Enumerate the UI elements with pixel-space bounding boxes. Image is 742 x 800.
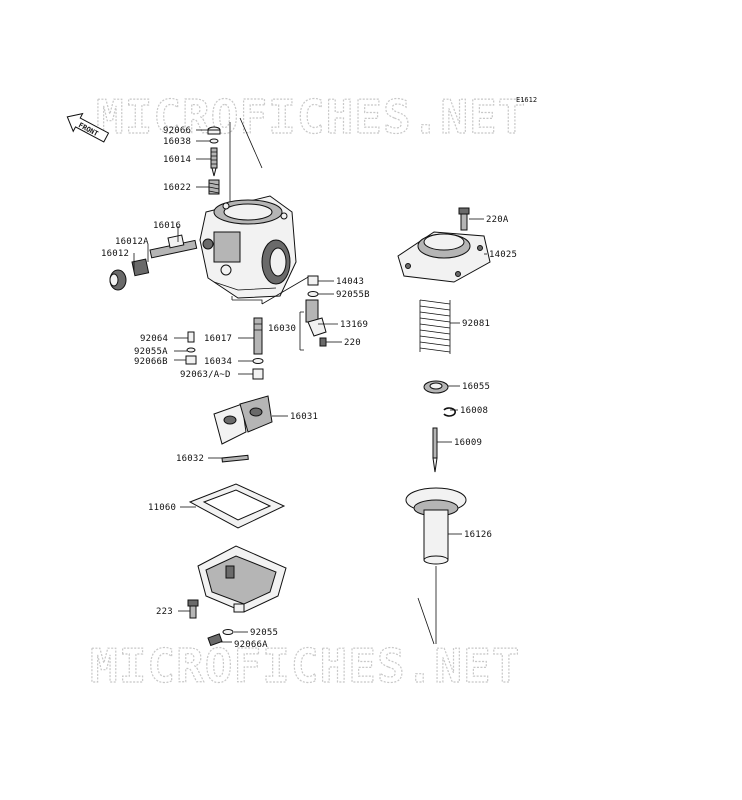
label-92081: 92081 bbox=[462, 319, 490, 329]
label-16032: 16032 bbox=[176, 454, 204, 464]
part-16014-screw bbox=[210, 147, 218, 177]
label-16008: 16008 bbox=[460, 406, 488, 416]
part-16008-clip bbox=[443, 407, 456, 417]
leader-lines bbox=[133, 129, 487, 643]
part-14043-plug bbox=[307, 275, 319, 286]
leader-to-16030 bbox=[261, 275, 311, 305]
part-16012-cap bbox=[109, 269, 127, 291]
label-14025: 14025 bbox=[489, 250, 517, 260]
label-92055a: 92055A bbox=[134, 347, 168, 357]
label-92063: 92063/A~D bbox=[180, 370, 231, 380]
watermark-top: MICROFICHES.NET bbox=[96, 90, 526, 144]
label-16009: 16009 bbox=[454, 438, 482, 448]
part-16055-holder bbox=[423, 380, 449, 394]
bracket-body-bottom bbox=[231, 296, 263, 304]
label-220: 220 bbox=[344, 338, 361, 348]
label-16012a: 16012A bbox=[115, 237, 149, 247]
diagram-code: E1612 bbox=[516, 96, 537, 104]
label-92066a: 92066A bbox=[234, 640, 268, 650]
part-92066-cap bbox=[207, 126, 221, 135]
part-16126-slide bbox=[405, 487, 467, 565]
part-92081-spring bbox=[419, 299, 451, 354]
leader-long-top bbox=[239, 117, 263, 169]
part-92066a-drain-screw bbox=[207, 633, 223, 647]
label-223: 223 bbox=[156, 607, 173, 617]
label-14043: 14043 bbox=[336, 277, 364, 287]
part-14025-cover bbox=[397, 231, 491, 283]
part-16034-washer bbox=[252, 358, 264, 364]
label-16126: 16126 bbox=[464, 530, 492, 540]
part-16031-float bbox=[213, 395, 273, 445]
label-16014: 16014 bbox=[163, 155, 191, 165]
watermark-bottom: MICROFICHES.NET bbox=[90, 639, 520, 693]
part-16022-spring bbox=[208, 179, 220, 195]
label-92055b: 92055B bbox=[336, 290, 370, 300]
part-16038-washer bbox=[209, 138, 219, 144]
float-bowl bbox=[197, 545, 287, 613]
part-220a-screw bbox=[458, 207, 470, 231]
part-11060-gasket bbox=[188, 483, 286, 529]
part-16012a-nut bbox=[131, 258, 150, 277]
part-92055b-oring bbox=[307, 291, 319, 297]
label-92064: 92064 bbox=[140, 334, 168, 344]
bracket-16030 bbox=[299, 311, 304, 351]
label-16022: 16022 bbox=[163, 183, 191, 193]
part-16017-holder bbox=[253, 317, 263, 355]
part-220-screw bbox=[319, 337, 327, 347]
label-11060: 11060 bbox=[148, 503, 176, 513]
label-16038: 16038 bbox=[163, 137, 191, 147]
label-16031: 16031 bbox=[290, 412, 318, 422]
label-13169: 13169 bbox=[340, 320, 368, 330]
label-16016: 16016 bbox=[153, 221, 181, 231]
part-16032-pin bbox=[221, 454, 249, 463]
part-92063-jet bbox=[252, 368, 264, 380]
label-220a: 220A bbox=[486, 215, 509, 225]
part-16009-needle bbox=[432, 427, 438, 473]
part-16030-lever bbox=[305, 299, 327, 337]
part-92066b-plug bbox=[185, 355, 197, 365]
label-16012: 16012 bbox=[101, 249, 129, 259]
label-16055: 16055 bbox=[462, 382, 490, 392]
carburetor-body bbox=[199, 195, 297, 299]
part-92055a-oring bbox=[186, 347, 196, 353]
label-16034: 16034 bbox=[204, 357, 232, 367]
label-16030: 16030 bbox=[268, 324, 296, 334]
leader-slide-diagonal bbox=[417, 597, 435, 645]
part-223-screw bbox=[187, 599, 199, 619]
label-92055: 92055 bbox=[250, 628, 278, 638]
part-92064-jet bbox=[187, 331, 195, 343]
part-16016-plunger bbox=[149, 234, 198, 259]
part-92055-oring bbox=[222, 629, 234, 635]
label-16017: 16017 bbox=[204, 334, 232, 344]
label-92066: 92066 bbox=[163, 126, 191, 136]
label-92066b: 92066B bbox=[134, 357, 168, 367]
